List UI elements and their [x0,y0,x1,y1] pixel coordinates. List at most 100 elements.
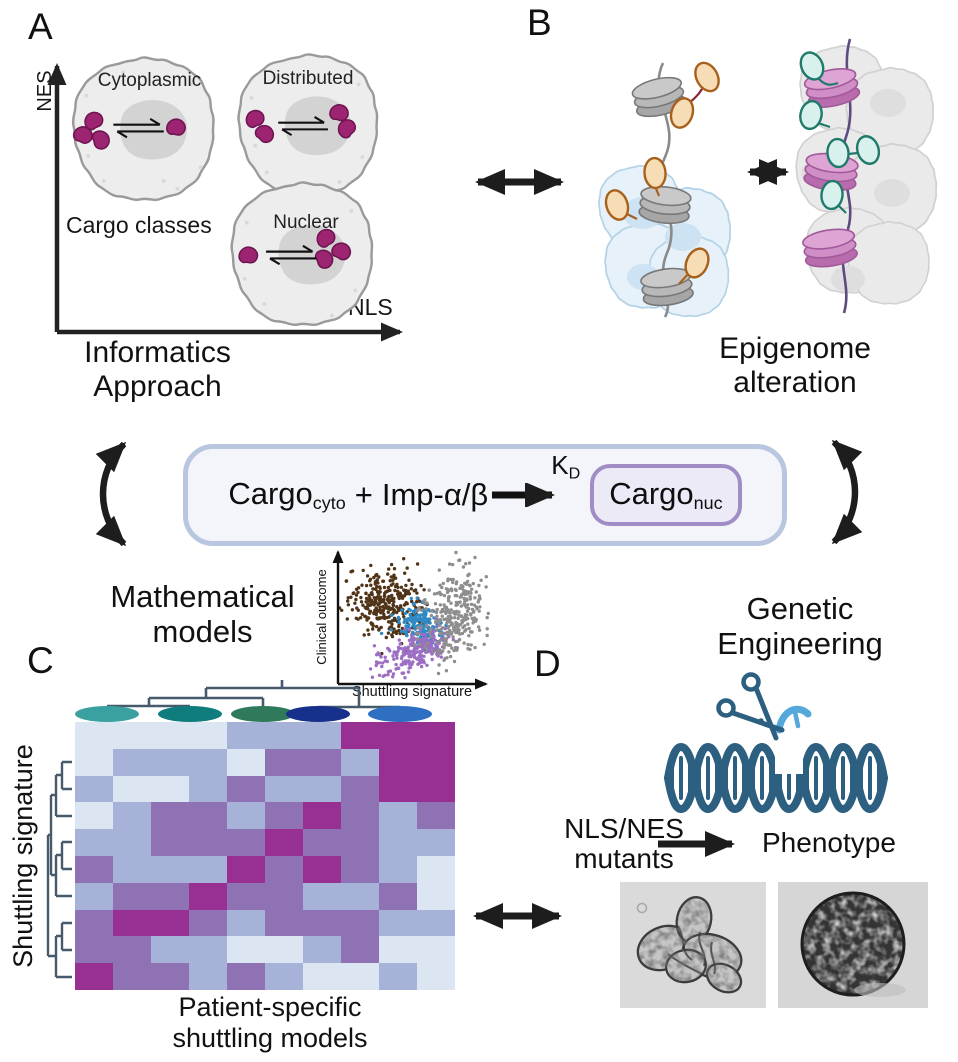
heatmap-cell [265,829,303,856]
heatmap-cell [189,909,227,937]
curved-bidirectional-arrow-right-icon [831,439,863,545]
nuclear-cell-illustration [230,181,374,327]
heatmap-cell [227,802,265,830]
bidirectional-arrow-b-icon [747,159,789,185]
heatmap-cell [189,936,227,964]
kd-label: KD [551,450,581,483]
heatmap-cell [341,909,379,937]
heatmap-cell [189,775,227,803]
heatmap-cell [379,802,417,830]
alteration-line: alteration [733,365,857,399]
equation-plus: + [354,477,373,512]
heatmap-cell [379,775,417,803]
cluster-ellipse [231,706,295,722]
heatmap-cell [265,963,303,990]
heatmap-cell [379,855,417,883]
heatmap-cell [379,722,417,749]
heatmap-cell [341,936,379,964]
bidirectional-arrow-a-b-icon [475,169,564,195]
heatmap-cell [113,882,151,910]
approach-line: Approach [93,369,222,403]
heatmap-cell [75,748,113,776]
heatmap-cell [303,882,341,910]
heatmap-cell [303,936,341,964]
nuclear-cell-label: Nuclear [273,212,339,233]
chromatin-open-illustration [598,61,732,318]
shuttling-models-line: shuttling models [172,1023,368,1054]
heatmap-cell [151,802,189,830]
heatmap-cell [417,829,455,856]
heatmap-cell [227,829,265,856]
excised-segment-icon [775,705,812,734]
scatter-xlabel: Shuttling signature [351,684,473,700]
heatmap-cell [341,802,379,830]
heatmap-cell [151,855,189,883]
heatmap-cell [303,829,341,856]
heatmap-cell [265,882,303,910]
heatmap-cell [379,882,417,910]
heatmap-cell [265,936,303,964]
engineering-line: Engineering [717,625,883,661]
heatmap-cell [151,748,189,776]
mutants-to-phenotype-arrow-icon [658,831,735,857]
heatmap-cell [113,748,151,776]
distributed-cell-label: Distributed [262,68,354,89]
phenotype-label: Phenotype [762,827,896,858]
heatmap-cell [75,775,113,803]
heatmap-cell [265,855,303,883]
mathematical-models-title: Mathematical models [50,579,355,649]
heatmap-cell [417,936,455,964]
patient-specific-line: Patient-specific [178,992,362,1022]
bidirectional-arrow-c-d-icon [473,903,562,929]
heatmap-cell [417,748,455,776]
heatmap-cell [151,963,189,990]
heatmap [75,722,455,990]
heatmap-cell [75,829,113,856]
heatmap-cell [379,748,417,776]
cluster-ellipse [286,706,350,722]
equation-importin: Imp-α/β [381,477,489,512]
cluster-ellipse [158,706,222,722]
column-cluster-ellipses [75,706,432,722]
outcome-scatter-plot [332,550,490,690]
nls-nes-mutants-label: NLS/NES mutants [545,813,703,875]
panel-c-label: C [27,640,54,681]
distributed-cell-illustration [237,53,379,197]
heatmap-cell [75,722,113,749]
heatmap-cell [75,909,113,937]
import-equation-box: Cargocyto + Imp-α/β KD Cargonuc [183,444,787,546]
heatmap-cell [189,748,227,776]
cargo-class-axes [47,63,403,342]
heatmap-cell [227,722,265,749]
heatmap-cell [227,963,265,990]
heatmap-cell [265,748,303,776]
heatmap-cell [303,802,341,830]
heatmap-cell [151,936,189,964]
heatmap-cell [189,829,227,856]
heatmap-cell [227,909,265,937]
cluster-ellipse [75,706,139,722]
heatmap-cell [113,802,151,830]
dna-cut-gap [775,734,803,774]
mathematical-line: Mathematical [110,579,295,614]
heatmap-cell [417,855,455,883]
heatmap-cell [341,829,379,856]
heatmap-cell [151,909,189,937]
heatmap-cell [379,936,417,964]
crispr-dna-illustration [664,672,888,814]
heatmap-cell [227,855,265,883]
heatmap-cell [151,775,189,803]
mutants-line: mutants [574,843,674,875]
heatmap-cell [75,936,113,964]
heatmap-cell [341,855,379,883]
panel-a-label: A [28,6,53,47]
equation-reactant: Cargocyto [228,475,346,514]
heatmap-cell [341,775,379,803]
heatmap-cell [379,909,417,937]
epigenome-line: Epigenome [719,332,871,365]
cluster-ellipse [368,706,432,722]
heatmap-cell [189,855,227,883]
microscopy-image-round-spheroid [778,882,928,1008]
heatmap-cell [151,722,189,749]
